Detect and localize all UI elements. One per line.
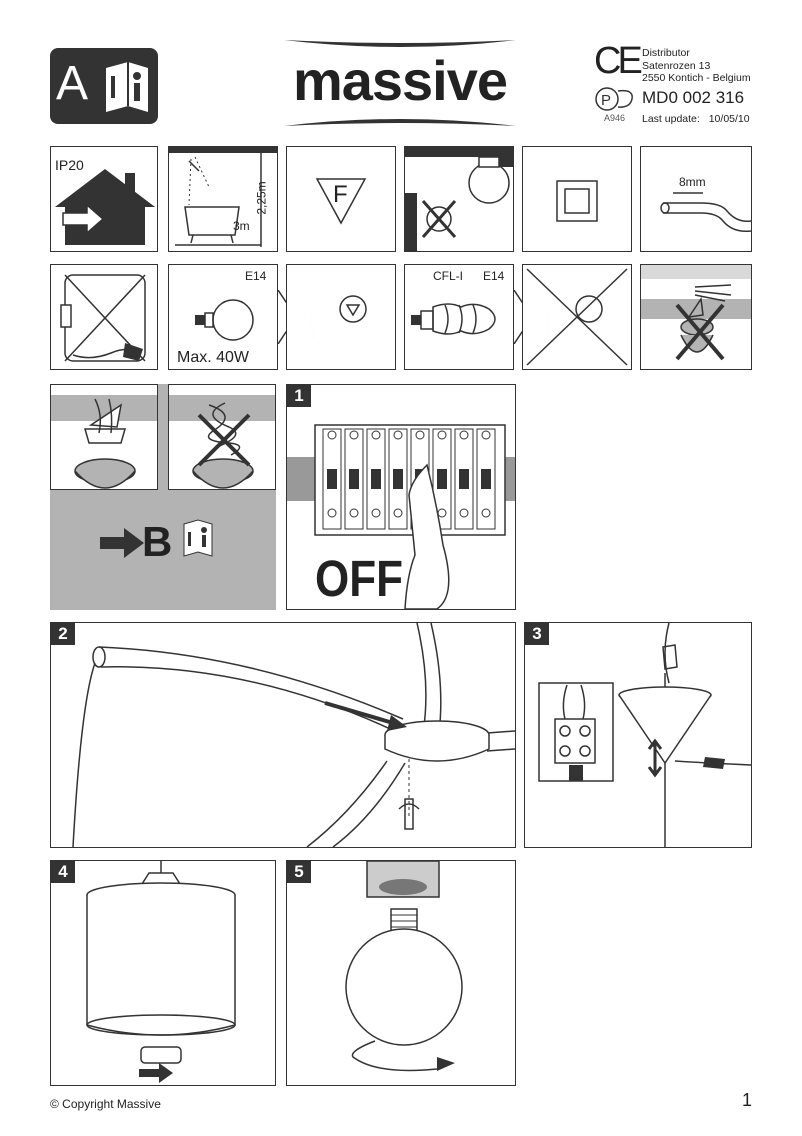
strip-length-label: 8mm [679, 175, 706, 189]
manual-book-b-icon [183, 519, 213, 557]
step-number: 1 [287, 385, 311, 407]
brand-swoosh-bottom [284, 119, 516, 126]
breaker-screw [481, 430, 491, 440]
shower-bathtub-icon [169, 147, 277, 251]
bulb-insertion-illustration [345, 861, 463, 1072]
cfl-e14-icon: CFL-I E14 [404, 264, 514, 370]
step-number: 2 [51, 623, 75, 645]
socket-label-2: E14 [483, 269, 505, 283]
step-2-panel: 2 [50, 622, 516, 848]
ceiling-mount-wires-icon [51, 385, 157, 489]
svg-text:P: P [601, 92, 611, 109]
breaker-screw [327, 430, 337, 440]
breaker-screw [349, 430, 359, 440]
class-ii-icon [522, 146, 632, 252]
ip-rating-label: IP20 [55, 157, 84, 173]
cert-code: A946 [604, 113, 626, 123]
manual-book-icon [106, 62, 148, 112]
breaker-switch [481, 469, 491, 489]
f-mark-label: F [333, 181, 348, 208]
breaker-screw [349, 508, 359, 518]
brand-logo: massive [292, 49, 508, 112]
breaker-switch [393, 469, 403, 489]
max-power-label: Max. 40W [177, 349, 250, 366]
triangle-f-icon [315, 178, 367, 225]
dimmer-moon-icon [311, 289, 367, 357]
step-4-panel: 4 [50, 860, 276, 1086]
house-icon [55, 169, 155, 245]
step-5-panel: 5 [286, 860, 516, 1086]
no-reflector-bulb-icon [404, 146, 514, 252]
breaker-screw [393, 430, 403, 440]
bathroom-height-label: 2,25m [254, 181, 269, 215]
bulb-ceiling-crossed-icon [405, 147, 513, 251]
ce-mark: CE [594, 40, 643, 82]
brand-swoosh-top [284, 40, 516, 47]
breaker-switch [437, 469, 447, 489]
distributor-line: Distributor [642, 47, 690, 59]
pct-certification-icon: P [595, 87, 633, 111]
ceiling-connection-icon [50, 384, 158, 490]
lampshade-illustration [86, 861, 236, 1083]
arm-cable-illustration [72, 623, 515, 847]
last-update: Last update: 10/05/10 [642, 113, 750, 125]
bulb-e14-max-icon: E14 Max. 40W [168, 264, 278, 370]
step-number: 5 [287, 861, 311, 883]
circuit-breaker-illustration [287, 424, 515, 609]
no-dimmer-switch-icon [50, 264, 158, 370]
tangled-wires-crossed-icon [169, 395, 275, 489]
wire-strip-icon: 8mm [640, 146, 752, 252]
breaker-screw [393, 508, 403, 518]
bulb-type-label: CFL-I [433, 269, 463, 283]
double-square-icon [556, 180, 598, 222]
breaker-screw [459, 508, 469, 518]
breaker-screw [371, 430, 381, 440]
power-off-label: OFF [315, 551, 403, 608]
f-mark-icon: F [286, 146, 396, 252]
cable-icon [660, 192, 751, 233]
last-update-date: 10/05/10 [708, 113, 750, 125]
breaker-switch [371, 469, 381, 489]
breaker-screw [327, 508, 337, 518]
globe-bulb-icon [195, 299, 254, 341]
distributor-line: 2550 Kontich - Belgium [642, 72, 751, 84]
ip20-indoor-icon: IP20 [50, 146, 158, 252]
ceiling-wire-crossed-icon [641, 265, 751, 361]
step-3-panel: 3 [524, 622, 752, 848]
no-loose-wires-icon [168, 384, 276, 490]
goto-arrow-icon [100, 528, 144, 558]
no-dimmer-icon-1 [286, 264, 396, 370]
breaker-screw [481, 508, 491, 518]
breaker-screw [371, 508, 381, 518]
section-letter: A [56, 57, 89, 110]
dimmer-moon-crossed-icon [526, 268, 628, 366]
distributor-line: Satenrozen 13 [642, 59, 711, 72]
page-number: 1 [741, 1090, 752, 1110]
copyright: © Copyright Massive [50, 1097, 161, 1111]
breaker-switch [327, 469, 337, 489]
last-update-label: Last update: [642, 113, 700, 125]
step-number: 4 [51, 861, 75, 883]
distributor-block: Distributor Satenrozen 13 2550 Kontich -… [642, 47, 751, 85]
section-a-badge: A [50, 48, 158, 124]
breaker-screw [437, 430, 447, 440]
step-1-panel: 1 OFF [286, 384, 516, 610]
model-number: MD0 002 316 [642, 88, 745, 107]
bathroom-distance-label: 3m [233, 219, 250, 233]
breaker-screw [459, 430, 469, 440]
goto-section-letter: B [142, 518, 173, 565]
breaker-switch [459, 469, 469, 489]
breaker-switch [349, 469, 359, 489]
cfl-spiral-bulb-icon [411, 303, 496, 335]
breaker-screw [415, 430, 425, 440]
no-ceiling-wiring-icon [640, 264, 752, 370]
switch-plug-crossed-icon [60, 274, 146, 362]
terminal-block-illustration [538, 623, 751, 847]
step-number: 3 [525, 623, 549, 645]
bathroom-distance-icon: 2,25m 3m [168, 146, 278, 252]
socket-label-1: E14 [245, 269, 267, 283]
no-dimmer-icon-2 [522, 264, 632, 370]
